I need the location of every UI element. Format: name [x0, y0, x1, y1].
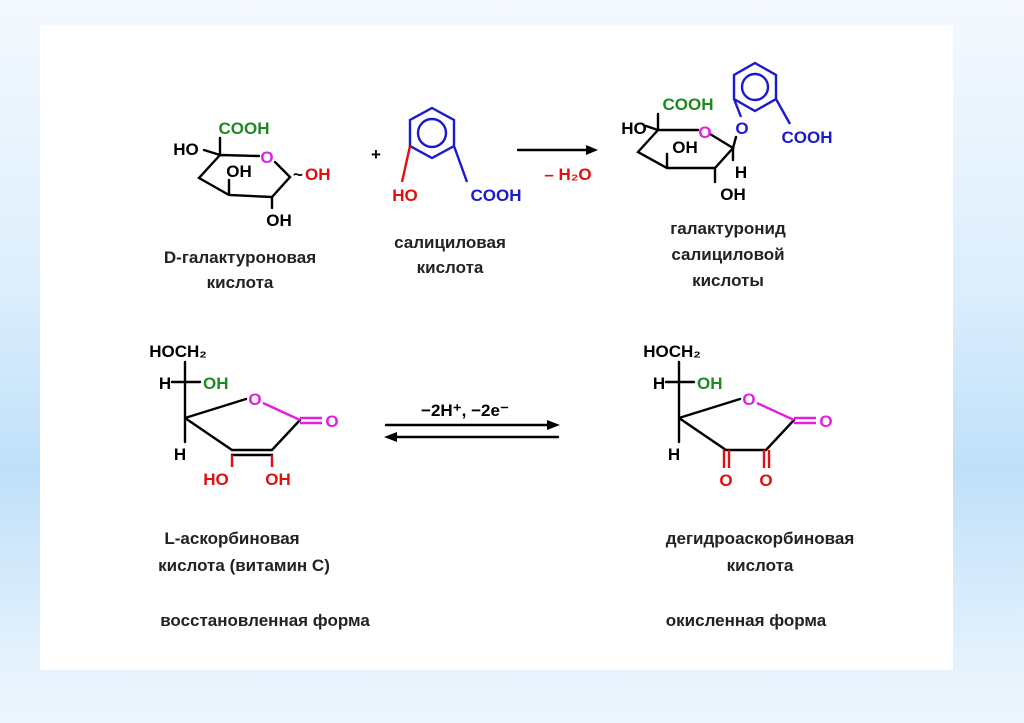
ascorbic-acid-structure: HOCH₂ H OH O O H HO OH L-аскорбиновая ки… [149, 342, 370, 630]
salicylic-acid-structure: HO COOH салициловая кислота [392, 106, 522, 277]
cooh-group: COOH [782, 128, 833, 147]
carbonyl-oxygen: O [325, 412, 338, 431]
product-name: галактуронид [670, 219, 786, 238]
oh-group: OH [226, 162, 252, 181]
lactone-bonds [756, 401, 816, 425]
galacturonic-bonds [197, 136, 292, 210]
product-bonds [636, 112, 738, 184]
oh-bond [400, 145, 412, 183]
reduced-form-label: восстановленная форма [160, 611, 370, 630]
benzene-ring [732, 61, 792, 125]
plus-sign: + [371, 145, 381, 164]
enol-bonds [230, 455, 274, 467]
aromatic-circle [740, 72, 770, 102]
product-name: кислоты [692, 271, 764, 290]
lactone-bonds [262, 401, 322, 425]
galacturonide-structure: COOH HO O O COOH OH H OH галактуронид са… [621, 61, 833, 290]
ring-oxygen: O [260, 148, 273, 167]
galacturonic-acid-structure: COOH HO O OH OH ~ OH D-галактуроновая ки… [164, 119, 331, 292]
keto-oxygen: O [719, 471, 732, 490]
benzene-ring [408, 106, 469, 183]
dehydro-bonds [664, 360, 796, 452]
galacturonic-name: D-галактуроновая [164, 248, 316, 267]
oxidized-form-label: окисленная форма [666, 611, 827, 630]
ring-oxygen: O [698, 123, 711, 142]
galacturonic-name: кислота [207, 273, 274, 292]
h-atom: H [735, 163, 747, 182]
salicylic-name: кислота [417, 258, 484, 277]
h-atom: H [668, 445, 680, 464]
keto-bonds [722, 450, 771, 468]
reaction-arrow: – H₂O [516, 145, 598, 184]
oh-group: OH [720, 185, 746, 204]
ho-group: HO [203, 470, 229, 489]
cooh-group: COOH [663, 95, 714, 114]
cooh-group: COOH [219, 119, 270, 138]
slide-panel [40, 25, 953, 670]
ho-group: HO [621, 119, 647, 138]
ascorbic-name: L-аскорбиновая [164, 529, 299, 548]
ho-group: HO [392, 186, 418, 205]
keto-oxygen: O [759, 471, 772, 490]
ring-oxygen: O [248, 390, 261, 409]
cooh-group: COOH [471, 186, 522, 205]
product-name: салициловой [671, 245, 784, 264]
h-atom: H [174, 445, 186, 464]
oh-group: OH [697, 374, 723, 393]
oh-group: OH [672, 138, 698, 157]
equilibrium-arrows: −2H⁺, −2e⁻ [384, 401, 560, 442]
anomeric-oh-group: OH [305, 165, 331, 184]
reverse-arrow-head-icon [384, 432, 397, 442]
ascorbic-bonds [170, 360, 302, 457]
h-atom: H [159, 374, 171, 393]
oh-group: OH [265, 470, 291, 489]
aromatic-circle [416, 117, 448, 149]
arrow-label: – H₂O [544, 165, 591, 184]
dehydro-name: кислота [727, 556, 794, 575]
salicylic-name: салициловая [394, 233, 506, 252]
ho-group: HO [173, 140, 199, 159]
forward-arrow-head-icon [547, 420, 560, 430]
arrow-head-icon [586, 145, 598, 155]
dehydroascorbic-acid-structure: HOCH₂ H OH O O H O O [643, 342, 832, 490]
carbonyl-oxygen: O [819, 412, 832, 431]
hoch2-group: HOCH₂ [149, 342, 207, 361]
glycosidic-oxygen: O [735, 119, 748, 138]
wavy-bond: ~ [293, 165, 303, 184]
ring-oxygen: O [742, 390, 755, 409]
arrow-label: −2H⁺, −2e⁻ [421, 401, 509, 420]
dehydro-name: дегидроаскорбиновая [666, 529, 855, 548]
h-atom: H [653, 374, 665, 393]
hoch2-group: HOCH₂ [643, 342, 701, 361]
oh-group: OH [203, 374, 229, 393]
oh-group: OH [266, 211, 292, 230]
ascorbic-name: кислота (витамин С) [158, 556, 330, 575]
